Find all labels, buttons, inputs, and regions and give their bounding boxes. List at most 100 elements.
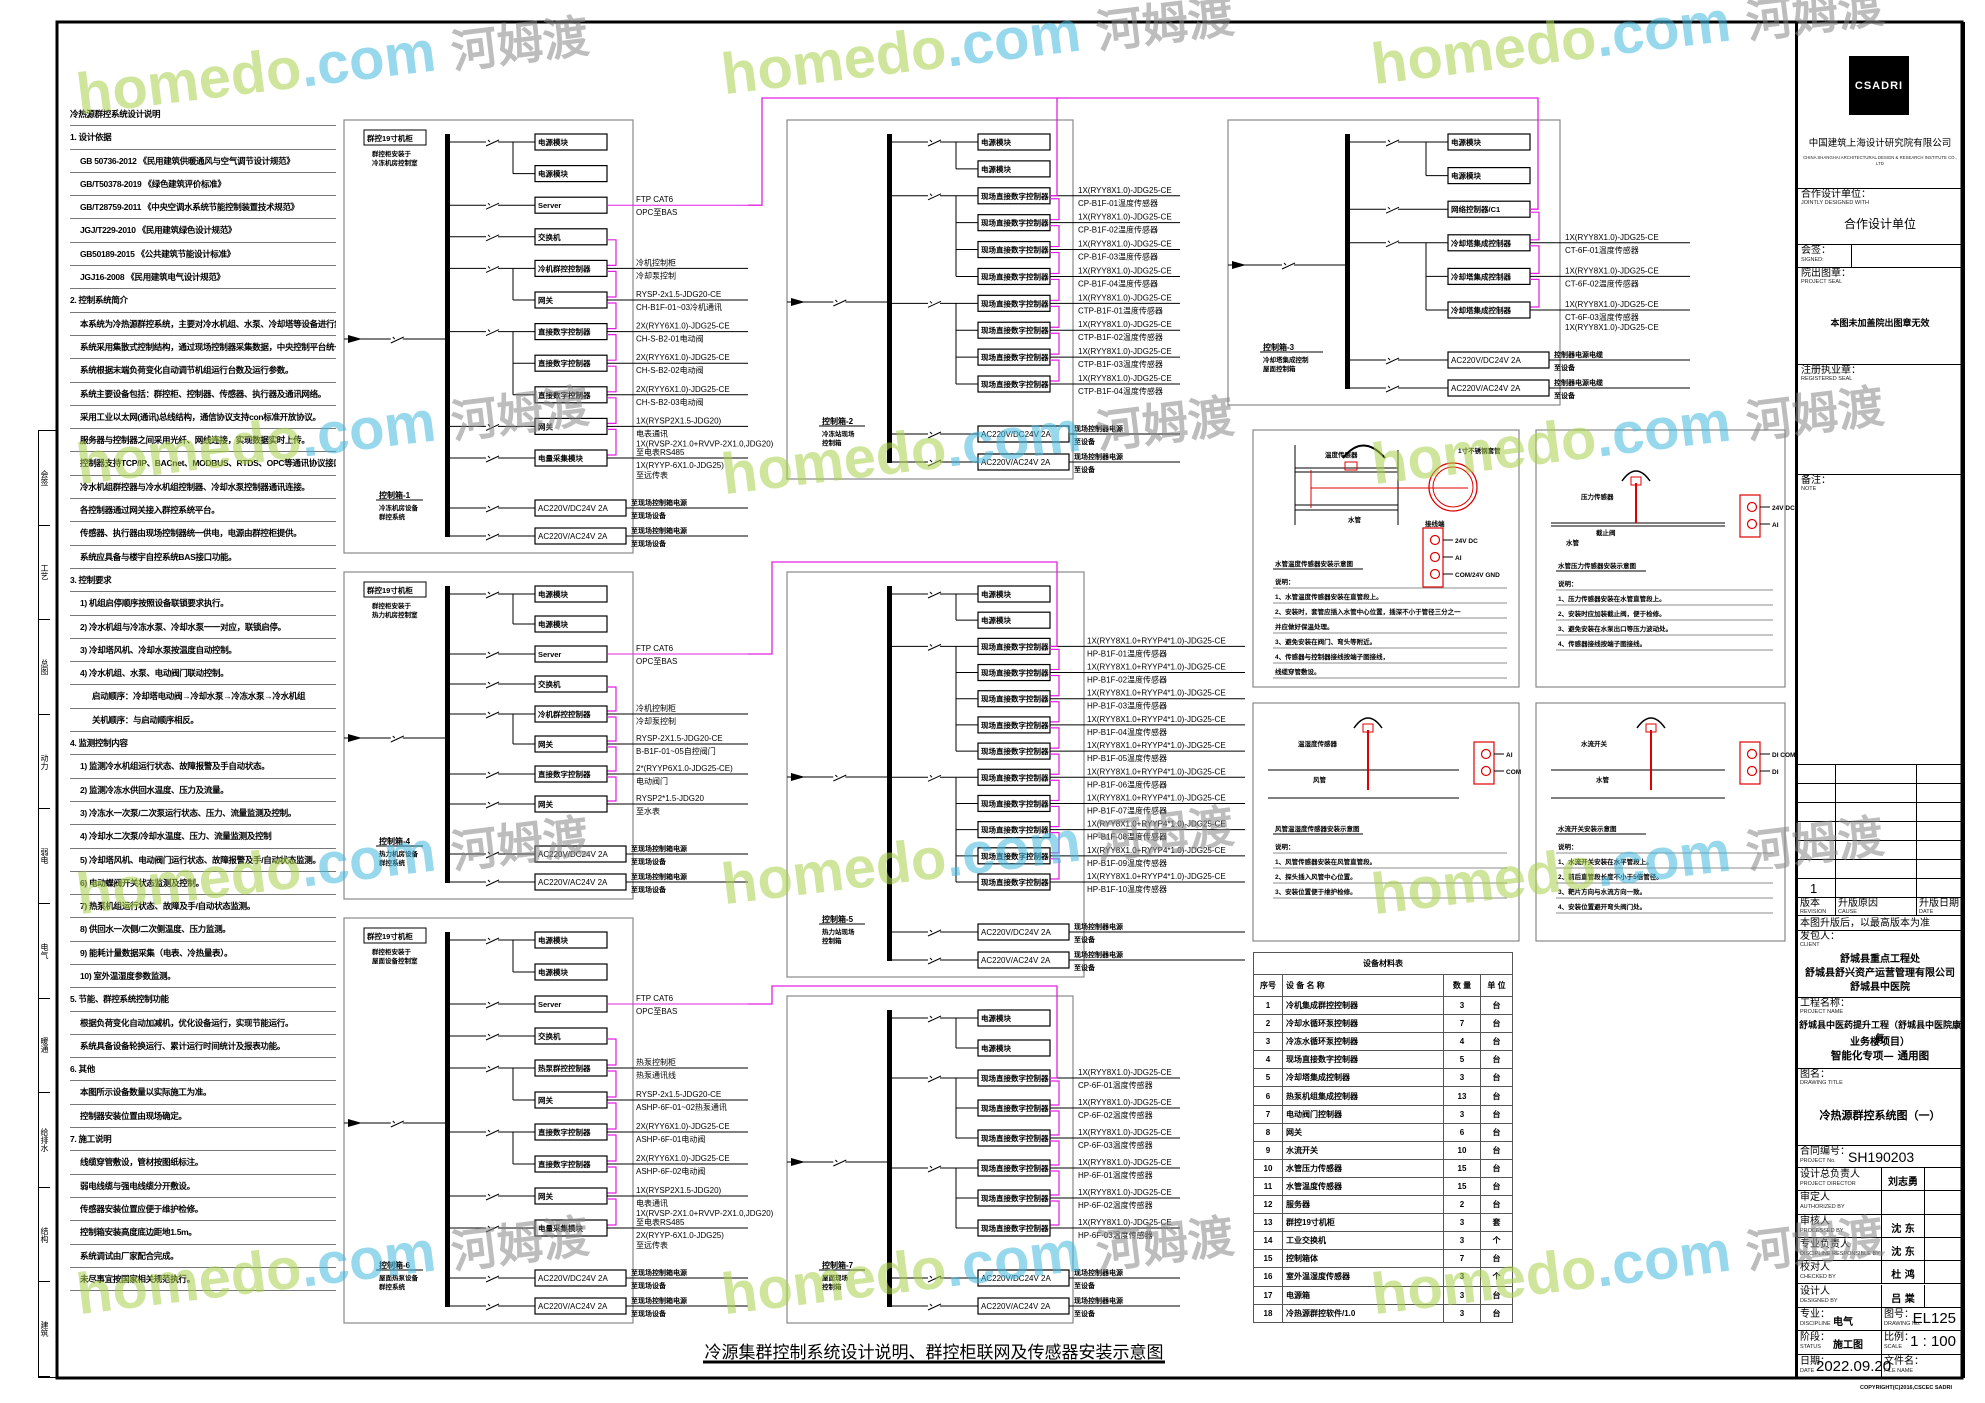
detail-note: 1、水管温度传感器安装在直管段上。 (1275, 592, 1383, 601)
cell-no: 1 (1253, 995, 1283, 1016)
device-label: 直接数字控制器 (538, 1159, 591, 1169)
detail-note: 并应做好保温处理。 (1275, 622, 1334, 631)
cable-destination: ASHP-6F-02电动阀 (636, 1166, 705, 1176)
cell-name: 水管温度传感器 (1282, 1176, 1444, 1197)
switch-gap (390, 735, 403, 741)
device-label: 现场直接数字控制器 (981, 1103, 1049, 1113)
project-line: 业务楼项目） (1850, 1037, 1910, 1048)
notes-line: GB 50736-2012 《民用建筑供暖通风与空气调节设计规范》 (70, 150, 336, 173)
notes-line: 10) 室外温湿度参数监测。 (70, 965, 336, 989)
title-block: CSADRI 中国建筑上海设计研究院有限公司 CHINA SHANGHAI AR… (1795, 22, 1965, 1378)
role-divider (1924, 1168, 1925, 1191)
device-label: 电源模块 (538, 967, 568, 977)
network-daisy-chain (1050, 779, 1060, 802)
drawing-title-label-en: DRAWING TITLE (1800, 1080, 1843, 1086)
feed-arrow-icon (1232, 261, 1246, 269)
detail-frame (1535, 429, 1786, 688)
device-box (977, 611, 1051, 629)
cable-destination: 电表通讯 (636, 428, 668, 438)
detail-title: 水管压力传感器安装示意图 (1558, 561, 1637, 570)
detail-title: 水管温度传感器安装示意图 (1275, 559, 1354, 568)
switch-gap (486, 711, 498, 717)
device-label: 现场直接数字控制器 (981, 851, 1049, 861)
personnel-row: 审核人 PROCESSED BY 沈 东 (1798, 1214, 1962, 1238)
cable-destination: HP-6F-02温度传感器 (1078, 1200, 1153, 1210)
person-name: 刘志勇 (1888, 1177, 1918, 1188)
device-label: 电源模块 (981, 615, 1011, 625)
cabinet-label-box (363, 129, 427, 146)
role-divider (1924, 1261, 1925, 1284)
cell-unit: 台 (1480, 1014, 1513, 1034)
panel-tag: 控制箱-4 (379, 836, 411, 846)
detail-note: 2、安装时应加装截止阀，便于检修。 (1558, 609, 1666, 618)
notes-line: 本图所示设备数量以实际施工为准。 (70, 1081, 336, 1105)
cell-unit: 台 (1480, 1140, 1513, 1160)
terminal-screw-icon (1429, 534, 1441, 546)
network-daisy-chain (607, 428, 617, 456)
network-daisy-chain (1050, 1170, 1060, 1196)
feed-arrow-icon (791, 773, 805, 781)
device-label: 电源模块 (538, 619, 568, 629)
switch-blade-icon (485, 1225, 500, 1233)
power-cable-label: 现场控制器电源 (1074, 452, 1123, 461)
power-cable-label: 现场控制器电源 (1074, 1268, 1123, 1277)
network-daisy-chain (1050, 305, 1060, 328)
notes-line: 3) 冷冻水一次泵/二次泵运行状态、压力、流量监测及控制。 (70, 802, 336, 826)
install-detail-3: 温湿度传感器风管AICOM风管温湿度传感器安装示意图说明：1、风管传感器安装在风… (1252, 702, 1521, 942)
cable-destination: HP-B1F-03温度传感器 (1087, 701, 1167, 711)
rev-divider (1916, 898, 1917, 915)
switch-gap (486, 591, 498, 597)
registered-seal-label: 注册执业章： (1801, 365, 1861, 376)
cable-destination: OPC至BAS (636, 208, 677, 217)
cell-no: 9 (1253, 1140, 1283, 1160)
switch-contact-icon (487, 681, 491, 685)
switch-contact-icon (487, 1225, 491, 1229)
feed-arrow-icon (348, 1119, 362, 1127)
power-cable-label: 至现场控制箱电源 (631, 1296, 687, 1305)
device-box (534, 615, 608, 633)
power-cable-label: 控制器电源电缆 (1554, 350, 1603, 359)
switch-contact-icon (1387, 206, 1391, 210)
cabinet-label: 群控19寸机柜 (366, 133, 413, 143)
cable-destination: 至水表 (636, 806, 660, 816)
notes-line: 冷水机组群控器与冷水机组控制器、冷却水泵控制器通讯连接。 (70, 476, 336, 500)
device-label: Server (538, 1000, 561, 1009)
cell-name: 冷冻水循环泵控制器 (1282, 1032, 1444, 1052)
power-cable-label: 至现场控制箱电源 (631, 844, 687, 853)
network-daisy-chain (607, 1070, 617, 1098)
cabinet-label: 群控19寸机柜 (366, 585, 413, 595)
switch-blade-icon (485, 1001, 500, 1009)
discipline-cell: 结构 (39, 1188, 50, 1283)
switch-blade-icon (485, 455, 500, 463)
cell-name: 室外温湿度传感器 (1282, 1267, 1444, 1287)
terminal-screw-icon (1429, 568, 1441, 580)
cable-destination: OPC至BAS (636, 657, 677, 666)
device-label: 冷却塔集成控制器 (1451, 305, 1511, 315)
client-label-en: CLIENT (1800, 942, 1820, 948)
cable-destination: CH-S-B2-03电动阀 (636, 397, 704, 407)
switch-gap (833, 1159, 846, 1165)
cell-name: 电动阀门控制器 (1282, 1104, 1444, 1124)
network-link (1057, 97, 1539, 210)
network-daisy-chain (607, 1102, 617, 1130)
switch-blade-icon (485, 771, 500, 779)
device-label: 现场直接数字控制器 (981, 298, 1049, 308)
cable-spec: 1X(RYY8X1.0+RYYP4*1.0)-JDG25-CE (1087, 872, 1226, 881)
detail-label: 水管 (1566, 538, 1580, 547)
cabinet-note: 热力机房控制室 (372, 610, 418, 619)
switch-blade-icon (485, 1193, 500, 1201)
switch-gap (390, 336, 403, 342)
cell-name: 冷机集成群控控制器 (1282, 995, 1444, 1016)
cable-destination: CP-6F-01温度传感器 (1078, 1080, 1153, 1090)
cell-name: 水流开关 (1282, 1140, 1444, 1160)
cable-spec: 2X(RYY6X1.0)-JDG25-CE (636, 1122, 730, 1131)
cable-destination: 冷却泵控制 (636, 716, 676, 726)
personnel-row: 设计人 DESIGNED BY 吕 棠 (1798, 1284, 1962, 1308)
device-label: 现场直接数字控制器 (981, 218, 1049, 228)
